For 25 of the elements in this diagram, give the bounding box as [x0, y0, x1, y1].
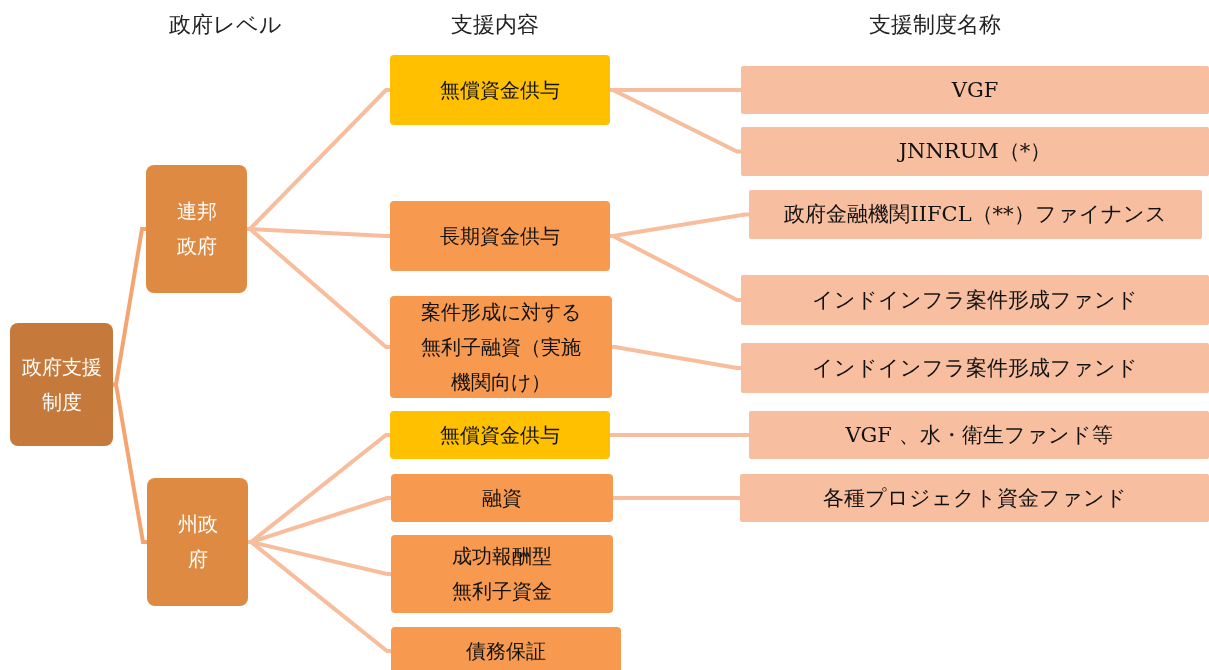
- scheme-box: VGF 、水・衛生ファンド等: [749, 411, 1209, 459]
- scheme-box: インドインフラ案件形成ファンド: [741, 343, 1209, 393]
- connector-line: [610, 234, 741, 302]
- scheme-box: 各種プロジェクト資金ファンド: [740, 474, 1209, 522]
- connector-line: [610, 433, 749, 437]
- level-box: 州政府: [147, 478, 248, 606]
- column-heading: 政府レベル: [168, 11, 282, 39]
- support-box: 無償資金供与: [390, 411, 610, 459]
- connector-line: [612, 345, 741, 370]
- connector-line: [613, 496, 740, 500]
- support-box: 無償資金供与: [390, 55, 610, 125]
- connector-line: [113, 382, 147, 544]
- scheme-box: インドインフラ案件形成ファンド: [741, 275, 1209, 325]
- support-box: 債務保証: [391, 627, 621, 670]
- support-box: 成功報酬型無利子資金: [391, 535, 613, 613]
- scheme-box: JNNRUM（*）: [741, 127, 1209, 176]
- scheme-box: VGF: [741, 66, 1209, 114]
- column-heading: 支援制度名称: [869, 11, 1001, 39]
- level-box: 連邦政府: [146, 165, 247, 293]
- column-heading: 支援内容: [451, 11, 539, 39]
- scheme-box: 政府金融機関IIFCL（**）ファイナンス: [749, 190, 1202, 239]
- root-box: 政府支援制度: [10, 323, 113, 446]
- support-box: 長期資金供与: [390, 201, 610, 271]
- support-box: 案件形成に対する無利子融資（実施機関向け）: [390, 296, 612, 398]
- support-box: 融資: [391, 474, 613, 522]
